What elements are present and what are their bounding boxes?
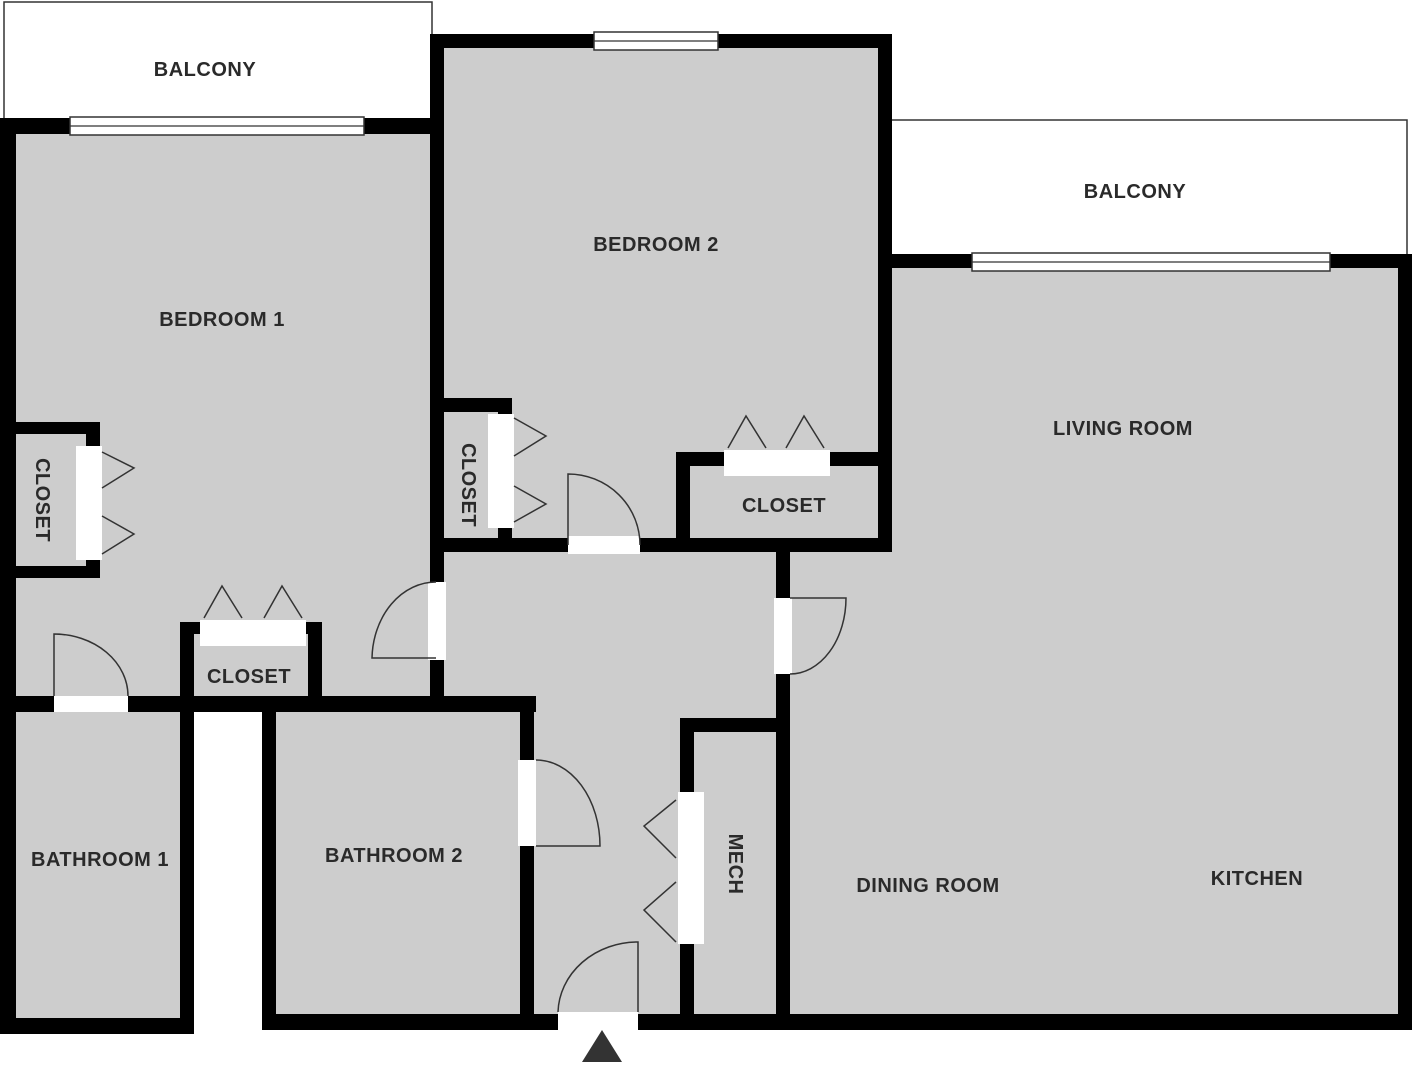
living-room-floor bbox=[886, 260, 1406, 1022]
fold-door bbox=[101, 451, 136, 489]
wall bbox=[636, 1014, 1412, 1030]
label-dining-room: DINING ROOM bbox=[856, 875, 999, 897]
fold-door bbox=[203, 584, 243, 619]
fold-door bbox=[513, 417, 548, 457]
label-closet-bed1-side: CLOSET bbox=[31, 458, 53, 542]
label-closet-bed2-side: CLOSET bbox=[457, 443, 479, 527]
door-bedroom-1 bbox=[371, 581, 437, 659]
door-bathroom-1 bbox=[53, 633, 129, 697]
wall bbox=[180, 696, 536, 712]
balcony-right bbox=[889, 119, 1408, 256]
wall bbox=[180, 696, 194, 1034]
fold-door bbox=[513, 485, 548, 523]
wall bbox=[680, 718, 786, 732]
label-bedroom-2: BEDROOM 2 bbox=[593, 234, 719, 256]
door-bedroom-2 bbox=[567, 473, 641, 546]
wall bbox=[520, 696, 534, 1026]
living-room-extension-floor bbox=[780, 545, 890, 1022]
wall bbox=[262, 1014, 560, 1030]
fold-door bbox=[642, 881, 677, 943]
label-mech: MECH bbox=[724, 834, 746, 895]
label-balcony-left: BALCONY bbox=[154, 59, 257, 81]
door-living-room bbox=[789, 597, 847, 675]
label-kitchen: KITCHEN bbox=[1211, 868, 1303, 890]
wall bbox=[8, 566, 100, 578]
wall bbox=[8, 422, 100, 434]
entry-arrow-icon bbox=[582, 1030, 622, 1062]
fold-door bbox=[263, 584, 303, 619]
wall bbox=[430, 538, 890, 552]
door-bathroom-2 bbox=[535, 759, 601, 847]
label-closet-bed1-bottom: CLOSET bbox=[207, 666, 291, 688]
label-bathroom-2: BATHROOM 2 bbox=[325, 845, 463, 867]
door-openings bbox=[54, 414, 830, 1032]
label-bathroom-1: BATHROOM 1 bbox=[31, 849, 169, 871]
folding-doors bbox=[101, 414, 825, 943]
wall bbox=[878, 34, 892, 552]
wall bbox=[676, 452, 690, 548]
wall bbox=[262, 706, 276, 1030]
balcony-left bbox=[3, 1, 433, 121]
fold-door bbox=[727, 414, 767, 449]
wall bbox=[436, 398, 512, 412]
windows bbox=[69, 31, 1331, 272]
wall bbox=[0, 1018, 194, 1034]
bathroom-2-floor bbox=[268, 700, 530, 1022]
bedroom-1-floor bbox=[8, 124, 438, 700]
wall bbox=[180, 622, 194, 706]
wall bbox=[430, 34, 444, 700]
bathroom-1-floor bbox=[8, 700, 190, 1025]
label-living-room: LIVING ROOM bbox=[1053, 418, 1193, 440]
label-bedroom-1: BEDROOM 1 bbox=[159, 309, 285, 331]
wall bbox=[308, 622, 322, 706]
fold-door bbox=[101, 515, 136, 555]
label-balcony-right: BALCONY bbox=[1084, 181, 1187, 203]
door-entry bbox=[557, 941, 639, 1013]
label-closet-bed2: CLOSET bbox=[742, 495, 826, 517]
fold-door bbox=[785, 414, 825, 449]
wall bbox=[1398, 254, 1412, 1030]
fold-door bbox=[642, 799, 677, 859]
room-labels: BALCONY BALCONY BEDROOM 1 BEDROOM 2 LIVI… bbox=[31, 59, 1303, 897]
door-swings bbox=[53, 473, 847, 1013]
